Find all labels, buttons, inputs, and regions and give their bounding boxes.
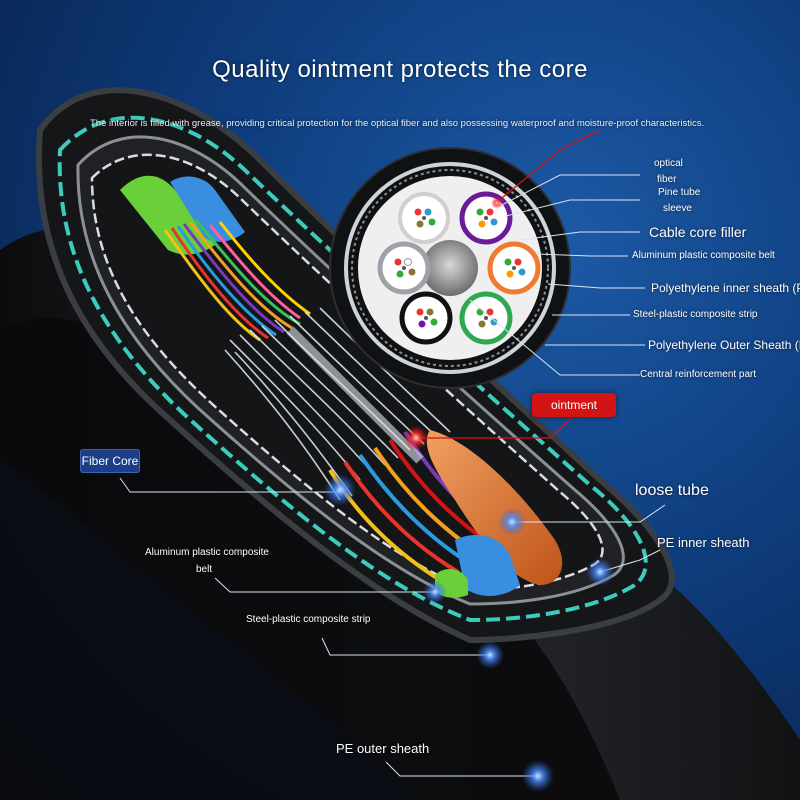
page-subtitle: The interior is filled with grease, prov…	[90, 118, 705, 129]
label-pe-outer-sheath: Polyethylene Outer Sheath (PE)	[648, 338, 800, 352]
label-aluminum-belt: Aluminum plastic composite belt	[632, 250, 775, 261]
label-aluminum-line2: belt	[196, 564, 213, 575]
glow-dots	[324, 197, 614, 792]
label-loose-tube: loose tube	[635, 482, 709, 499]
label-steel-strip: Steel-plastic composite strip	[633, 309, 758, 320]
page-title: Quality ointment protects the core	[212, 56, 588, 83]
leader-lines	[119, 174, 666, 777]
ointment-badge: ointment	[532, 393, 616, 417]
fiber-core-label: Fiber Core	[80, 449, 140, 473]
label-optical: optical	[654, 158, 683, 169]
label-pe-outer-sheath-cable: PE outer sheath	[336, 741, 430, 756]
label-sleeve: sleeve	[663, 203, 692, 214]
ointment-leader	[416, 129, 601, 439]
label-cable-core-filler: Cable core filler	[649, 224, 747, 240]
label-fiber: fiber	[657, 174, 677, 185]
label-steel-strip-cable: Steel-plastic composite strip	[246, 614, 371, 625]
label-pine-tube: Pine tube	[658, 187, 701, 198]
label-aluminum-line1: Aluminum plastic composite	[145, 547, 269, 558]
label-central-part: Central reinforcement part	[640, 369, 757, 380]
label-pe-inner-sheath-cable: PE inner sheath	[657, 535, 750, 550]
label-pe-inner-sheath: Polyethylene inner sheath (PE	[651, 281, 800, 295]
cable-cross-section	[329, 147, 571, 389]
